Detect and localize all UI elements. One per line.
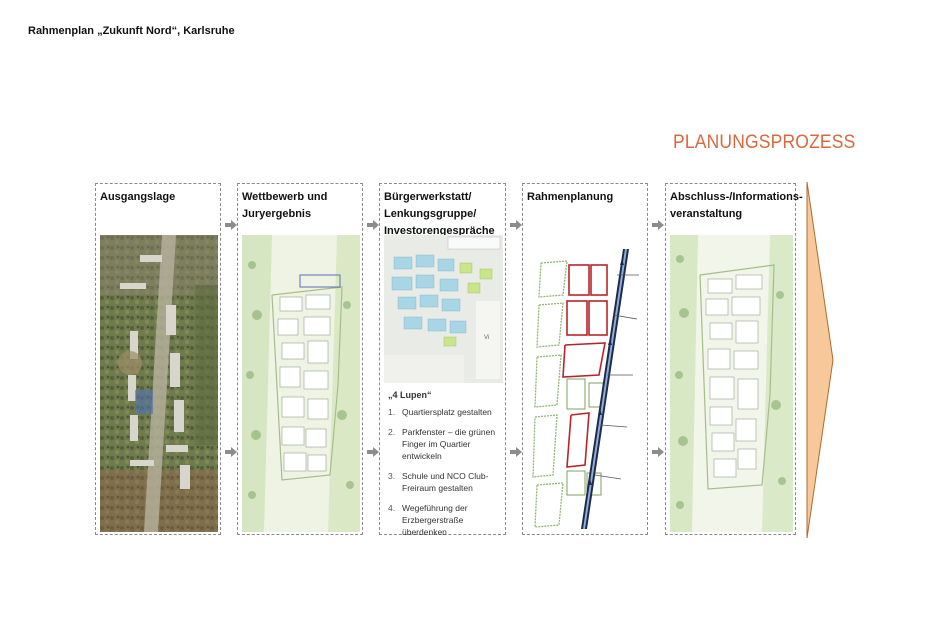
process-arrow-icon (367, 220, 379, 230)
list-item-text: Parkfenster – die grünen Finger im Quart… (402, 427, 496, 461)
competition-plan-image (242, 235, 360, 532)
final-plan-image (670, 235, 793, 532)
section-title: PLANUNGSPROZESS (673, 132, 856, 153)
lupen-title: „4 Lupen“ (388, 390, 432, 400)
step-label: Ausgangslage (100, 191, 176, 203)
step-ausgangslage: Ausgangslage (95, 183, 221, 535)
document-title: Rahmenplan „Zukunft Nord“, Karlsruhe (28, 25, 235, 37)
list-item-number: 3. (388, 471, 396, 481)
process-arrow-icon (510, 447, 522, 457)
process-arrow-icon (652, 220, 664, 230)
process-arrow-icon (652, 447, 664, 457)
list-item: 3. Schule und NCO Club-Freiraum gestalten (388, 470, 506, 494)
list-item-number: 1. (388, 407, 396, 417)
step-label: Bürgerwerkstatt/ Lenkungsgruppe/ Investo… (384, 191, 495, 237)
step-label: Wettbewerb und Juryergebnis (242, 191, 328, 220)
process-direction-arrow-icon (806, 181, 834, 539)
list-item-text: Wegeführung der Erzbergerstraße überdenk… (402, 503, 468, 537)
list-item-number: 4. (388, 503, 396, 513)
framework-plan-image (527, 235, 645, 532)
step-buergerwerkstatt: Bürgerwerkstatt/ Lenkungsgruppe/ Investo… (379, 183, 506, 537)
list-item-number: 2. (388, 427, 396, 437)
step-abschluss: Abschluss-/Informations- veranstaltung (665, 183, 803, 535)
step-wettbewerb: Wettbewerb und Juryergebnis (237, 183, 363, 535)
process-arrow-icon (367, 447, 379, 457)
step-label: Rahmenplanung (527, 191, 614, 203)
list-item: 2. Parkfenster – die grünen Finger im Qua… (388, 426, 506, 462)
list-item-text: Quartiersplatz gestalten (402, 407, 492, 417)
aerial-photo-image (100, 235, 218, 532)
list-item: 1. Quartiersplatz gestalten (388, 406, 506, 418)
process-arrow-icon (510, 220, 522, 230)
step-label: Abschluss-/Informations- veranstaltung (670, 191, 803, 220)
lupen-list: „4 Lupen“ 1. Quartiersplatz gestalten 2. P… (388, 390, 506, 546)
step-rahmenplanung: Rahmenplanung (522, 183, 648, 535)
list-item-text: Schule und NCO Club-Freiraum gestalten (402, 471, 489, 493)
process-arrow-icon (225, 447, 237, 457)
workshop-photo-image: Vi (384, 235, 503, 383)
svg-text:Vi: Vi (484, 335, 489, 341)
process-arrow-icon (225, 220, 237, 230)
list-item: 4. Wegeführung der Erzbergerstraße überde… (388, 502, 506, 538)
